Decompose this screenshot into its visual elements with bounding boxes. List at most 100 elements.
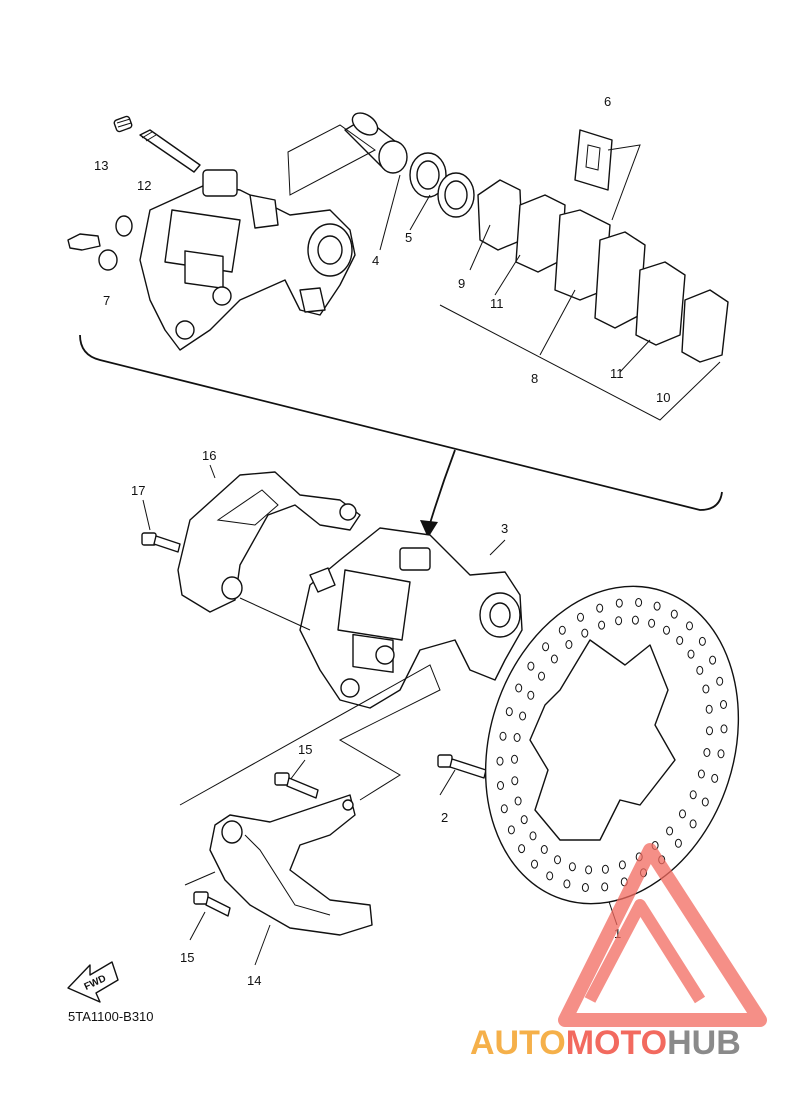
disc-hole xyxy=(686,621,693,631)
part-13-bleed-cap xyxy=(113,115,133,133)
disc-hole xyxy=(515,683,523,693)
disc-hole xyxy=(666,826,674,836)
disc-hole xyxy=(577,612,584,622)
callout-6: 6 xyxy=(604,94,611,109)
disc-hole xyxy=(558,625,566,635)
callout-7: 7 xyxy=(103,293,110,308)
disc-hole xyxy=(601,882,609,892)
callout-4: 4 xyxy=(372,253,379,268)
disc-hole xyxy=(676,636,684,645)
disc-hole xyxy=(500,804,508,814)
disc-hole xyxy=(581,628,589,638)
diagram-code: 5TA1100-B310 xyxy=(68,1009,154,1024)
disc-hole xyxy=(520,815,528,825)
disc-hole xyxy=(511,754,518,764)
disc-hole xyxy=(701,797,709,807)
part-11-pad-right xyxy=(635,261,686,346)
disc-hole xyxy=(653,601,661,611)
disc-hole xyxy=(703,748,711,757)
disc-hole xyxy=(670,609,678,619)
callout-17: 17 xyxy=(131,483,145,498)
disc-hole xyxy=(689,819,697,829)
disc-hole xyxy=(717,749,725,759)
callout-1: 1 xyxy=(614,926,621,941)
part-7-bleed-assy xyxy=(67,215,133,271)
disc-hole xyxy=(674,838,682,848)
disc-hole xyxy=(529,831,537,841)
disc-hole xyxy=(709,655,717,665)
disc-hole xyxy=(538,671,545,681)
watermark-text: AUTOMOTOHUB xyxy=(470,1024,741,1062)
disc-hole xyxy=(716,676,724,686)
disc-hole xyxy=(527,690,535,700)
disc-hole xyxy=(540,845,548,854)
disc-hole xyxy=(689,790,697,800)
callout-16: 16 xyxy=(202,448,216,463)
disc-hole xyxy=(697,769,705,779)
callout-14: 14 xyxy=(247,973,261,988)
callout-10: 10 xyxy=(656,390,670,405)
part-9-shim xyxy=(477,179,523,251)
disc-hole xyxy=(581,883,589,892)
disc-hole xyxy=(565,640,573,649)
part-8-pad-kit xyxy=(554,209,646,329)
watermark-hub: HUB xyxy=(667,1024,741,1062)
callout-11-right: 11 xyxy=(610,366,624,381)
disc-hole xyxy=(679,809,686,819)
bolt-2 xyxy=(437,754,487,779)
disc-hole xyxy=(505,707,513,717)
disc-hole xyxy=(496,756,504,766)
bolt-17 xyxy=(141,532,181,553)
callout-9: 9 xyxy=(458,276,465,291)
callout-labels: 13 12 7 4 5 6 9 11 8 11 10 16 17 3 15 2 … xyxy=(94,94,670,988)
caliper-3-assembled xyxy=(299,527,523,709)
disc-hole xyxy=(511,776,519,786)
disc-hole xyxy=(514,796,522,806)
group-bracket xyxy=(79,334,723,511)
disc-hole xyxy=(711,773,719,783)
disc-hole xyxy=(648,618,656,628)
disc-hole xyxy=(720,700,727,709)
disc-hole xyxy=(513,733,521,742)
bolt-15-upper xyxy=(274,772,319,799)
part-6-pad-spring xyxy=(574,129,613,191)
disc-hole xyxy=(635,598,643,607)
disc-holes xyxy=(496,598,728,892)
mount-axis-line xyxy=(239,597,311,631)
disc-hole xyxy=(550,654,558,664)
callout-15-lower: 15 xyxy=(180,950,194,965)
part-5-seals xyxy=(409,152,475,218)
disc-hole xyxy=(615,616,623,626)
watermark-moto: MOTO xyxy=(566,1024,667,1062)
part-4-piston xyxy=(344,112,408,174)
disc-hole xyxy=(663,625,670,635)
disc-hole xyxy=(585,865,593,875)
disc-hole xyxy=(531,859,538,869)
callout-11-left: 11 xyxy=(490,296,504,311)
disc-hole xyxy=(542,642,550,652)
disc-hole xyxy=(618,860,626,870)
disc-hole xyxy=(497,781,504,790)
callout-12: 12 xyxy=(137,178,151,193)
callout-5: 5 xyxy=(405,230,412,245)
disc-hole xyxy=(696,665,704,675)
disc-hole xyxy=(706,726,713,736)
disc-hole xyxy=(568,862,576,872)
disc-hole xyxy=(519,711,527,721)
bracket-16 xyxy=(177,471,361,613)
disc-hole xyxy=(702,684,710,694)
leader-lines-top xyxy=(287,124,721,421)
callout-13: 13 xyxy=(94,158,108,173)
caliper-exploded-group xyxy=(67,112,729,421)
callout-8: 8 xyxy=(531,371,538,386)
fwd-arrow-icon: FWD xyxy=(67,961,119,1003)
disc-hole xyxy=(687,649,695,659)
disc-hole xyxy=(596,603,604,613)
disc-hole xyxy=(563,879,571,889)
disc-hole xyxy=(631,615,639,625)
bolt-15-lower xyxy=(193,891,231,917)
disc-hole xyxy=(601,864,609,874)
disc-hole xyxy=(705,704,713,714)
disc-hole xyxy=(518,844,526,854)
